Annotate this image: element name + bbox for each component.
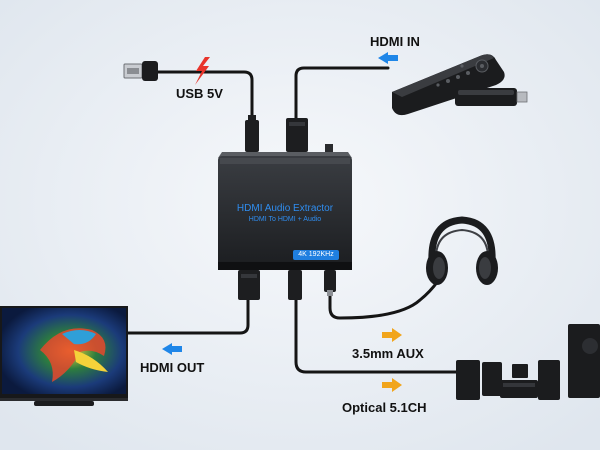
hdmi-in-label: HDMI IN [370,34,420,49]
streaming-stick-icon [455,88,528,106]
resolution-badge: 4K 192KHz [293,250,339,260]
aux-arrow-icon [382,328,402,342]
hdmi-out-arrow-icon [162,343,182,355]
usb-cable [153,70,254,127]
optical-output-label: Optical 5.1CH [342,400,427,415]
usb-power-label: USB 5V [176,86,223,101]
audio-extractor-device [218,152,352,270]
hdmi-out-cable [126,296,250,335]
device-subtitle: HDMI To HDMI + Audio [248,216,322,223]
optical-arrow-icon [382,378,402,392]
hdmi-in-cable [294,66,390,124]
hdmi-in-arrow-icon [378,52,398,64]
lightning-bolt-icon [195,57,210,85]
aux-output-label: 3.5mm AUX [352,346,424,361]
aux-cable [328,279,440,320]
hdmi-out-label: HDMI OUT [140,360,205,375]
television-icon [0,306,128,406]
headphones-icon [426,216,498,285]
usb-plug-icon [123,61,158,81]
speaker-system-icon [456,324,600,400]
optical-cable [294,296,462,374]
top-connectors [245,115,333,154]
cables [126,66,462,374]
bottom-connectors [238,270,336,300]
remote-control-icon [392,54,505,116]
device-title: HDMI Audio Extractor [236,203,334,214]
